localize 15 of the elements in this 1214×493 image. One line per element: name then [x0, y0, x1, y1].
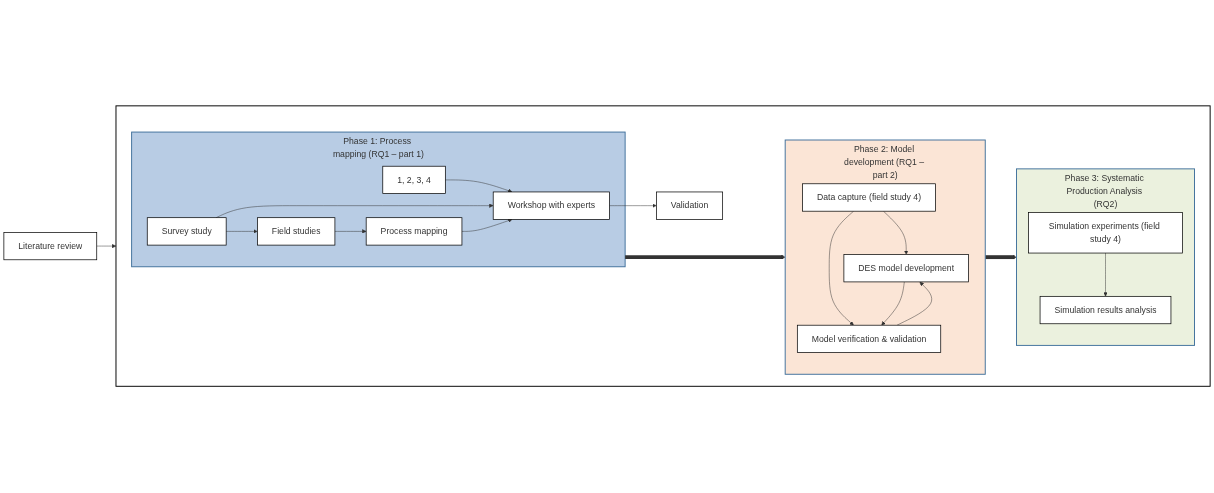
node-box: Simulation results analysis: [1039, 296, 1172, 325]
node-box: Data capture (field study 4): [802, 183, 936, 212]
arrow: [625, 255, 786, 260]
node-box: Field studies: [257, 217, 336, 246]
node-box: DES model development: [843, 254, 969, 283]
cluster: [115, 105, 1211, 388]
node-box: 1, 2, 3, 4: [382, 166, 446, 195]
node-box: Survey study: [146, 217, 227, 246]
node-box: Literature review: [3, 232, 98, 261]
node-box: Process mapping: [365, 217, 463, 246]
node-box: Validation: [656, 192, 723, 221]
arrow: [985, 255, 1017, 260]
node-box: Simulation experiments (field study 4): [1028, 212, 1183, 254]
node-box: Model verification & validation: [796, 325, 942, 354]
node-box: Workshop with experts: [492, 192, 610, 221]
